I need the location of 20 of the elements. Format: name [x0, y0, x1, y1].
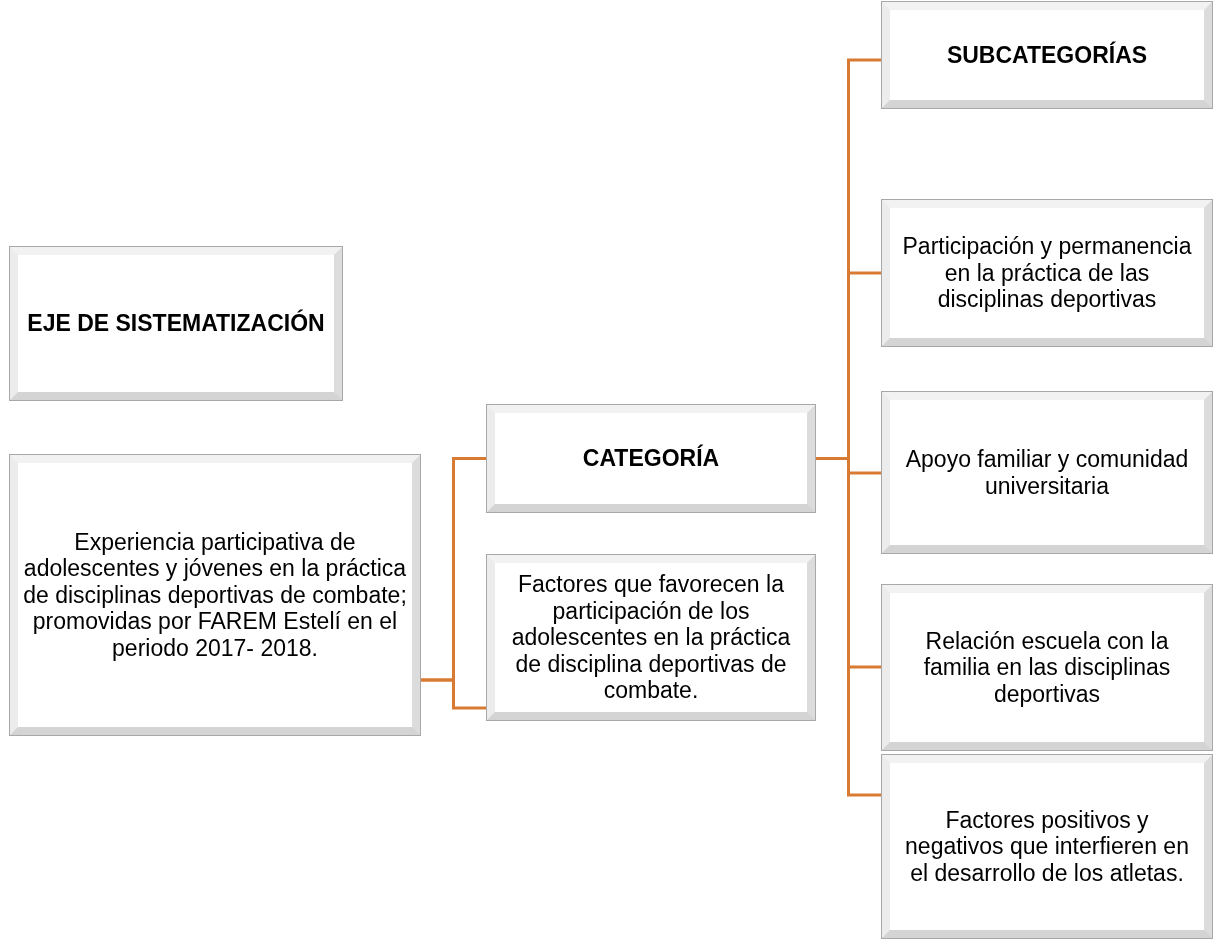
- process-box: [10, 455, 420, 735]
- process-box: [882, 585, 1212, 750]
- process-box: [882, 392, 1212, 553]
- body-text: Participación y permanencia en la práctica de las disciplinas deportivas: [901, 233, 1193, 313]
- body-text: Apoyo familiar y comunidad universitaria: [904, 446, 1190, 499]
- heading-text: EJE DE SISTEMATIZACIÓN: [27, 310, 325, 337]
- body-text: Experiencia participativa de adolescentes y jóvenes en la práctica de disciplinas deportivas de combate; promovidas por FAREM Estelí en el periodo 2017- 2018.: [22, 528, 408, 662]
- process-box: [882, 755, 1212, 938]
- body-text: Relación escuela con la familia en las disciplinas deportivas: [922, 627, 1172, 708]
- process-box: [487, 555, 815, 720]
- heading-box: [882, 2, 1212, 108]
- body-text: Factores que favorecen la participación de los adolescentes en la práctica de disciplina deportivas de combate.: [510, 571, 792, 704]
- heading-box: [487, 405, 815, 512]
- connector-line: [420, 678, 487, 710]
- body-text: Factores positivos y negativos que interfieren en el desarrollo de los atletas.: [904, 806, 1190, 887]
- process-box: [882, 200, 1212, 346]
- heading-text: SUBCATEGORÍAS: [946, 41, 1148, 69]
- heading-text: CATEGORÍA: [582, 445, 720, 472]
- connector-line: [815, 457, 882, 797]
- heading-box: [10, 247, 342, 400]
